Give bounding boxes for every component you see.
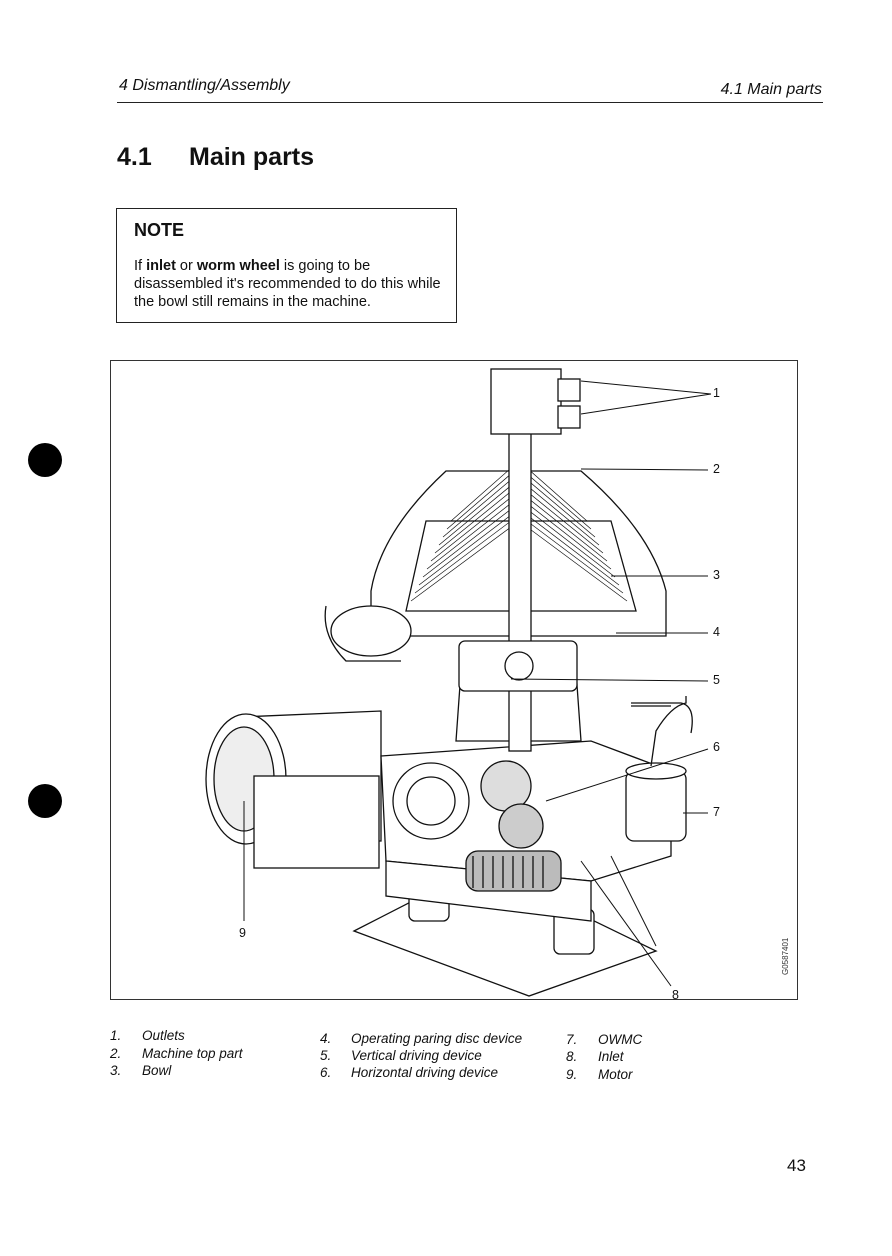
legend-label: Operating paring disc device [351, 1031, 523, 1046]
callout-7: 7 [713, 805, 720, 819]
note-bold-inlet: inlet [146, 258, 176, 274]
section-heading: 4.1 Main parts [117, 143, 314, 172]
callout-2: 2 [713, 462, 720, 476]
callout-4: 4 [713, 625, 720, 639]
note-box: NOTE If inlet or worm wheel is going to … [116, 208, 457, 323]
vertical-drive [458, 640, 578, 692]
callout-3: 3 [713, 568, 720, 582]
leader-line-2 [580, 468, 709, 471]
figure-code: G0587401 [781, 937, 790, 975]
callout-8: 8 [672, 988, 679, 1002]
legend-number: 7. [566, 1032, 578, 1047]
callout-9: 9 [239, 926, 246, 940]
inlet-pipe-left [324, 605, 401, 662]
running-header-chapter: 4 Dismantling/Assembly [119, 77, 290, 94]
section-number: 4.1 [117, 143, 152, 171]
legend-label: Motor [598, 1067, 633, 1082]
leader-line-8 [580, 860, 672, 987]
callout-6: 6 [713, 740, 720, 754]
section-title: Main parts [189, 143, 315, 171]
leader-line-8b [610, 855, 657, 947]
running-header-section: 4.1 Main parts [720, 81, 822, 98]
legend-number: 1. [110, 1028, 122, 1043]
callout-1: 1 [713, 386, 720, 400]
page-number: 43 [787, 1156, 806, 1175]
leader-line-5 [510, 678, 709, 682]
header-rule [117, 102, 823, 103]
callout-5: 5 [713, 673, 720, 687]
legend-label: Inlet [598, 1049, 624, 1064]
owmc-unit [625, 770, 687, 842]
outlets-housing [490, 368, 562, 435]
legend-label: Horizontal driving device [351, 1065, 499, 1080]
leader-line-1 [580, 380, 712, 395]
legend-label: Outlets [142, 1028, 185, 1043]
outlet-flange [557, 405, 581, 429]
drive-coupling [392, 762, 470, 840]
motor-terminal-box [253, 775, 380, 869]
separator-illustration: 1 2 3 4 5 6 7 8 9 [110, 360, 798, 1002]
owmc-pipe [650, 696, 687, 767]
legend-label: Machine top part [142, 1046, 243, 1061]
note-title: NOTE [134, 220, 185, 240]
legend-number: 5. [320, 1048, 332, 1063]
margin-bullet [28, 784, 62, 818]
note-text-part: is going to be disassembled it's recomme… [134, 258, 441, 310]
legend-number: 3. [110, 1063, 122, 1078]
legend-number: 2. [110, 1046, 122, 1061]
legend-label: Bowl [142, 1063, 172, 1078]
note-text-part: If [134, 258, 147, 274]
note-text-part: or [175, 258, 197, 274]
leader-line-6 [545, 748, 709, 802]
separator-drawing [205, 368, 712, 997]
bowl-spindle [508, 430, 532, 752]
legend-number: 8. [566, 1049, 578, 1064]
legend-number: 4. [320, 1031, 332, 1046]
legend-number: 9. [566, 1067, 578, 1082]
legend-label: OWMC [598, 1032, 643, 1047]
leader-line-1b [580, 393, 712, 415]
note-text: If inlet or worm wheel is going to be di… [134, 257, 452, 311]
legend-label: Vertical driving device [351, 1048, 482, 1063]
margin-bullet [28, 443, 62, 477]
legend-number: 6. [320, 1065, 332, 1080]
outlet-flange [557, 378, 581, 402]
note-bold-worm-wheel: worm wheel [196, 258, 280, 274]
